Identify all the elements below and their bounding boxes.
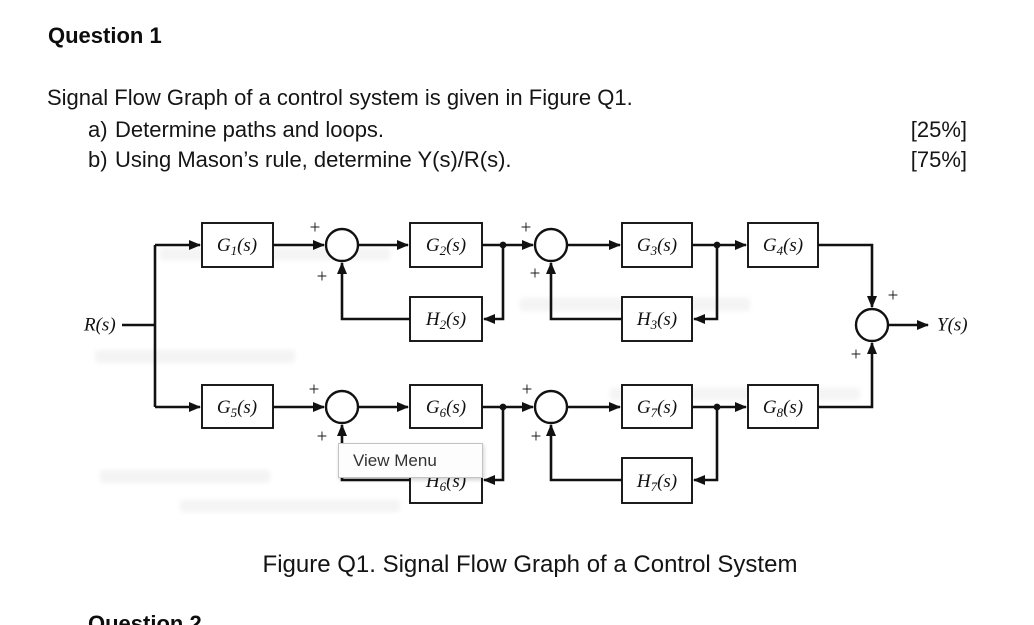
- scan-artifact: [100, 470, 270, 483]
- sum-junction-s2: [533, 227, 569, 263]
- plus-sign: +: [531, 426, 542, 447]
- block-G3-label: G3(s): [637, 235, 677, 258]
- question-item-b: b) Using Mason’s rule, determine Y(s)/R(…: [88, 147, 967, 173]
- block-G4-label: G4(s): [763, 235, 803, 258]
- view-menu-label: View Menu: [353, 450, 437, 470]
- block-G7-label: G7(s): [637, 397, 677, 420]
- block-G1: G1(s): [201, 222, 274, 268]
- block-H3: H3(s): [621, 296, 693, 342]
- plus-sign: +: [851, 344, 862, 365]
- block-G7: G7(s): [621, 384, 693, 429]
- figure-caption: Figure Q1. Signal Flow Graph of a Contro…: [262, 551, 798, 578]
- item-b-marker: b): [88, 147, 108, 172]
- output-signal-label: Y(s): [937, 314, 968, 335]
- block-H3-label: H3(s): [636, 309, 677, 332]
- block-G5: G5(s): [201, 384, 274, 429]
- block-G2: G2(s): [409, 222, 483, 268]
- plus-sign: +: [521, 217, 532, 238]
- question-intro-text: Signal Flow Graph of a control system is…: [47, 85, 633, 110]
- tap-nodes: [499, 241, 721, 411]
- signal-lines: [122, 240, 929, 485]
- block-H7: H7(s): [621, 457, 693, 504]
- sum-junction-s1: [324, 227, 360, 263]
- block-H7-label: H7(s): [636, 471, 677, 494]
- item-a-marks: [25%]: [910, 117, 967, 142]
- question-1-heading: Question 1: [48, 23, 162, 48]
- block-G8-label: G8(s): [763, 397, 803, 420]
- plus-sign: +: [522, 379, 533, 400]
- block-G4: G4(s): [747, 222, 819, 268]
- sum-junction-output: [854, 307, 890, 343]
- scan-artifact: [180, 500, 400, 512]
- question-item-a: a) Determine paths and loops. [25%]: [88, 117, 967, 143]
- item-b-text: Using Mason’s rule, determine Y(s)/R(s).: [115, 147, 512, 172]
- plus-sign: +: [317, 426, 328, 447]
- block-G2-label: G2(s): [426, 235, 466, 258]
- input-signal-label: R(s): [83, 314, 116, 335]
- plus-sign: +: [530, 263, 541, 284]
- signal-flow-diagram: + + + + + + + + + + G1(s) G2(s) G3(s): [83, 217, 968, 504]
- sum-junction-s4: [533, 389, 569, 425]
- plus-sign: +: [317, 266, 328, 287]
- plus-sign: +: [310, 217, 321, 238]
- item-a-text: Determine paths and loops.: [115, 117, 385, 142]
- item-b-marks: [75%]: [910, 147, 967, 172]
- transfer-blocks: G1(s) G2(s) G3(s) G4(s) H2(s) H3(s): [201, 222, 819, 504]
- view-menu-button[interactable]: View Menu: [338, 443, 483, 478]
- block-G3: G3(s): [621, 222, 693, 268]
- item-a-marker: a): [88, 117, 108, 142]
- block-H2: H2(s): [409, 296, 483, 342]
- block-G6-label: G6(s): [426, 397, 466, 420]
- plus-sign: +: [888, 285, 899, 306]
- plus-sign: +: [309, 379, 320, 400]
- sum-junction-s3: [324, 389, 360, 425]
- question-2-heading: Question 2: [88, 611, 202, 625]
- block-H2-label: H2(s): [425, 309, 466, 332]
- block-G8: G8(s): [747, 384, 819, 429]
- sum-signs: + + + + + + + + + +: [309, 217, 899, 447]
- block-G5-label: G5(s): [217, 397, 257, 420]
- block-G6: G6(s): [409, 384, 483, 429]
- scan-artifact: [95, 350, 295, 363]
- sum-junctions: [324, 227, 890, 425]
- block-G1-label: G1(s): [217, 235, 257, 258]
